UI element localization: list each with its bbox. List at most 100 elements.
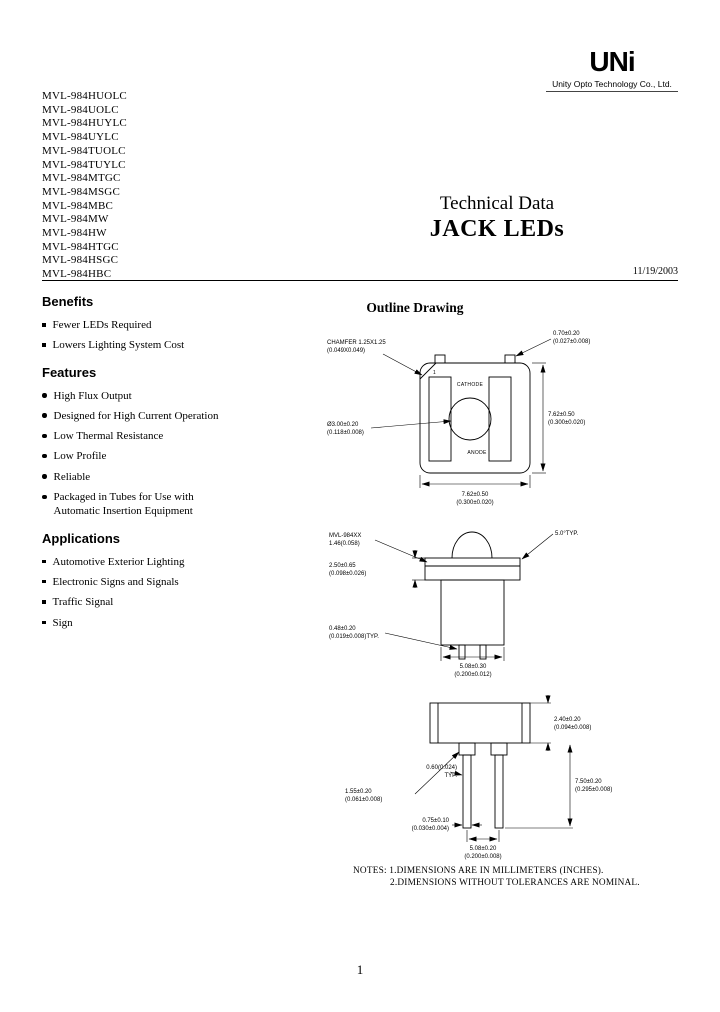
dim-label: (0.200±0.012) xyxy=(454,672,491,678)
application-text: Sign xyxy=(52,616,73,629)
application-text: Electronic Signs and Signals xyxy=(52,575,179,588)
dim-label: 7.50±0.20 xyxy=(575,779,602,785)
header-rule xyxy=(42,280,678,281)
feature-item: Low Thermal Resistance xyxy=(42,429,242,443)
dim-label: (0.295±0.008) xyxy=(575,787,612,793)
dim-label: (0.019±0.008)TYP. xyxy=(329,634,379,640)
side-view: 2.50±0.65 (0.098±0.026) MVL-984XX 1.46(0… xyxy=(329,531,579,678)
feature-item: Designed for High Current Operation xyxy=(42,409,242,423)
application-text: Traffic Signal xyxy=(52,596,114,609)
dim-label: 5.08±0.30 xyxy=(460,664,487,670)
part-number: MVL-984HUYLC xyxy=(42,117,127,130)
bullet-icon xyxy=(42,494,47,500)
part-number: MVL-984HW xyxy=(42,227,107,240)
cathode-label: CATHODE xyxy=(457,382,484,388)
benefits-heading: Benefits xyxy=(42,294,94,309)
dim-label: (0.098±0.026) xyxy=(329,571,366,577)
dim-label: 2.40±0.20 xyxy=(554,717,581,723)
dim-label: (0.300±0.020) xyxy=(456,500,493,506)
feature-item: Reliable xyxy=(42,470,242,484)
dim-label: (0.030±0.004) xyxy=(412,826,449,832)
part-number: MVL-984MTGC xyxy=(42,172,121,185)
dim-label: TYP. xyxy=(444,773,457,779)
dim-label: (0.200±0.008) xyxy=(464,854,501,860)
dim-label: 5.08±0.20 xyxy=(470,846,497,852)
dim-label: 7.62±0.50 xyxy=(548,412,575,418)
feature-item: High Flux Output xyxy=(42,389,242,403)
dim-label: 7.62±0.50 xyxy=(462,492,489,498)
part-number: MVL-984MSGC xyxy=(42,185,120,198)
part-number: MVL-984UYLC xyxy=(42,131,119,144)
leadframe-plate xyxy=(428,376,452,462)
feature-text: Designed for High Current Operation xyxy=(53,409,219,422)
bullet-icon xyxy=(42,343,46,347)
title-block: Technical Data JACK LEDs xyxy=(392,193,602,243)
part-number: MVL-984MW xyxy=(42,213,109,226)
part-number: MVL-984HUOLC xyxy=(42,90,127,102)
note-line: 2.DIMENSIONS WITHOUT TOLERANCES ARE NOMI… xyxy=(390,877,640,888)
front-view-dimensions: 2.40±0.20 (0.094±0.008) 7.50±0.20 (0.295… xyxy=(345,695,612,860)
feature-text: Packaged in Tubes for Use with Automatic… xyxy=(53,491,194,518)
dim-label: Ø3.00±0.20 xyxy=(327,422,359,428)
flange xyxy=(424,557,521,581)
part-number: MVL-984HTGC xyxy=(42,240,119,253)
bullet-icon xyxy=(42,393,47,398)
revision-date: 11/19/2003 xyxy=(632,266,678,277)
bullet-icon xyxy=(42,600,46,604)
doc-subtitle: Technical Data xyxy=(439,193,555,214)
pin1-label: 1 xyxy=(433,370,436,376)
dim-label: (0.027±0.008) xyxy=(553,339,590,345)
bullet-icon xyxy=(42,453,47,459)
left-column: Benefits Fewer LEDs Required Lowers Ligh… xyxy=(42,294,322,642)
page-number: 1 xyxy=(356,962,364,977)
dim-label: (0.049X0.049) xyxy=(327,348,365,354)
package-body-side xyxy=(440,579,505,646)
applications-section: Applications Automotive Exterior Lightin… xyxy=(42,531,322,630)
lens-dome xyxy=(451,531,493,559)
bullet-icon xyxy=(42,433,47,439)
dim-label: CHAMFER 1.25X1.25 xyxy=(327,340,386,346)
bullet-icon xyxy=(42,620,46,625)
applications-heading: Applications xyxy=(42,530,121,546)
note-line: NOTES: 1.DIMENSIONS ARE IN MILLIMETERS (… xyxy=(353,866,604,876)
dim-label: 1.55±0.20 xyxy=(345,789,372,795)
dim-label: 1.46(0.058) xyxy=(329,541,360,547)
feature-text: Low Profile xyxy=(53,450,107,463)
dim-label: 0.48±0.20 xyxy=(329,626,356,632)
lead xyxy=(494,754,504,829)
part-number: MVL-984UOLC xyxy=(42,103,119,116)
benefit-item: Lowers Lighting System Cost xyxy=(42,338,242,352)
bullet-icon xyxy=(42,474,47,479)
outline-drawing-heading: Outline Drawing xyxy=(366,300,464,315)
dim-label: 0.70±0.20 xyxy=(553,331,580,337)
application-item: Sign xyxy=(42,616,242,630)
feature-text: Reliable xyxy=(53,470,91,483)
pin-stub xyxy=(434,354,446,364)
application-text: Automotive Exterior Lighting xyxy=(52,555,185,568)
leadframe-plate xyxy=(488,376,512,462)
package-body-front xyxy=(429,702,531,744)
part-number: MVL-984HBC xyxy=(42,268,112,281)
anode-label: ANODE xyxy=(467,450,487,456)
dim-label: (0.061±0.008) xyxy=(345,797,382,803)
part-number-list: MVL-984HUOLC MVL-984UOLC MVL-984HUYLC MV… xyxy=(42,90,127,282)
features-heading: Features xyxy=(42,364,97,380)
chamfer-corner xyxy=(419,362,437,380)
part-number: MVL-984TUOLC xyxy=(42,144,126,157)
front-view: 2.40±0.20 (0.094±0.008) 7.50±0.20 (0.295… xyxy=(345,695,612,860)
top-view-dimensions: 7.62±0.50 (0.300±0.020) 7.62±0.50 (0.300… xyxy=(327,331,590,506)
bullet-icon xyxy=(42,579,46,584)
feature-item: Packaged in Tubes for Use with Automatic… xyxy=(42,490,242,519)
outline-drawing: CATHODE 1 ANODE 7.62±0.50 (0.300±0.020) … xyxy=(327,331,612,860)
benefit-item: Fewer LEDs Required xyxy=(42,318,242,332)
application-item: Electronic Signs and Signals xyxy=(42,575,242,589)
bullet-icon xyxy=(42,323,46,327)
benefits-section: Benefits Fewer LEDs Required Lowers Ligh… xyxy=(42,294,322,353)
marking-label: MVL-984XX xyxy=(329,533,361,539)
application-item: Traffic Signal xyxy=(42,595,242,609)
features-section: Features High Flux Output Designed for H… xyxy=(42,365,322,519)
dim-label: 5.0°TYP. xyxy=(555,531,579,537)
bullet-icon xyxy=(42,559,46,564)
dim-label: 2.50±0.65 xyxy=(329,563,356,569)
